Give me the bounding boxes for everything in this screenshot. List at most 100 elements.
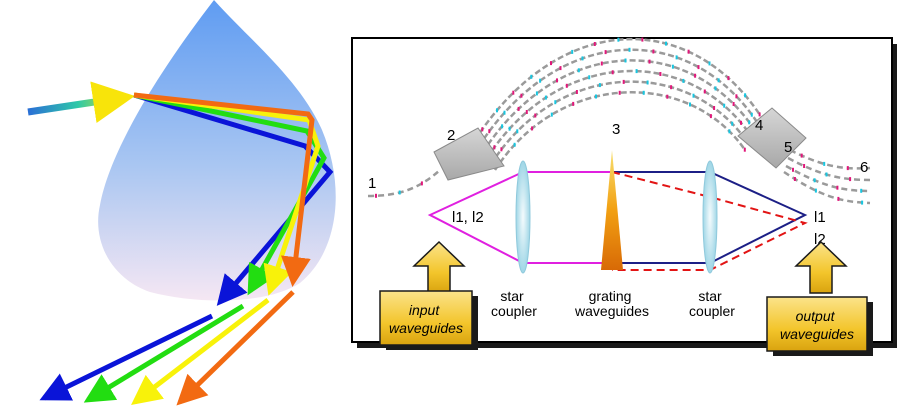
waveguide-marker (670, 85, 673, 90)
output-wavelength-l2: l2 (814, 231, 826, 248)
arrayed-waveguide (481, 59, 756, 153)
ray-red-internal (133, 92, 315, 287)
waveguide-marker (694, 73, 697, 78)
waveguide-marker (598, 83, 601, 88)
callout-arrow-up-icon (794, 240, 848, 294)
waveguide-marker (559, 66, 562, 71)
ray-blue-exit (39, 313, 214, 401)
label-4: 4 (755, 117, 763, 134)
waveguide-marker (641, 37, 644, 42)
callout-box (766, 296, 868, 352)
star-coupler-lens-left (515, 160, 531, 274)
callout-arrow-up-icon (412, 240, 466, 294)
waveguide-marker (750, 112, 753, 117)
waveguide-marker (611, 70, 614, 75)
grating-prism (601, 150, 623, 270)
waveguide-marker (792, 167, 794, 172)
waveguide-marker (550, 61, 552, 66)
waveguide-marker (648, 59, 651, 64)
waveguide-marker (581, 56, 584, 61)
output-fiber (789, 148, 871, 170)
waveguide-marker (600, 61, 603, 66)
waveguide-marker (517, 106, 520, 111)
output-beam-navy (612, 171, 808, 264)
waveguide-marker (618, 90, 621, 95)
output-waveguides-label: output waveguides (780, 308, 854, 342)
waveguide-marker (692, 93, 695, 98)
waveguide-marker (624, 58, 627, 63)
waveguide-marker (577, 68, 580, 73)
label-line: grating (589, 288, 632, 304)
waveguide-marker (823, 161, 826, 166)
label-1: 1 (368, 175, 376, 192)
waveguide-marker (652, 49, 655, 54)
output-star-coupler-taper (737, 107, 807, 169)
waveguide-marker (530, 74, 533, 79)
label-2: 2 (447, 127, 455, 144)
waveguide-marker (708, 61, 711, 66)
waveguide-marker (800, 153, 803, 158)
waveguide-marker (803, 164, 806, 168)
waveguide-marker (666, 94, 669, 99)
waveguide-marker (671, 64, 674, 69)
waveguide-marker (554, 100, 557, 105)
waveguide-marker (516, 129, 519, 134)
output-fiber (787, 156, 871, 182)
label-line: waveguides (780, 326, 854, 342)
label-line: output (796, 308, 836, 324)
output-beam-dashed (611, 171, 808, 271)
waveguide-marker (748, 120, 751, 125)
waveguide-marker (675, 55, 678, 60)
star-coupler-left-label: star coupler (491, 288, 537, 319)
waveguide-marker (709, 114, 712, 119)
waveguide-marker (813, 178, 816, 183)
input-beam-magenta (427, 171, 612, 264)
label-line: input (409, 302, 440, 318)
waveguide-marker (743, 147, 746, 152)
waveguide-marker (500, 147, 503, 152)
waveguide-marker (723, 103, 726, 108)
waveguide-marker (740, 120, 742, 125)
label-line: star (698, 288, 722, 304)
waveguide-marker (793, 177, 796, 181)
label-line: coupler (491, 303, 537, 319)
waveguide-marker (687, 49, 690, 54)
output-waveguides-callout: output waveguides (766, 240, 873, 356)
label-line: waveguides (389, 320, 463, 336)
waveguide-marker (593, 42, 596, 46)
waveguide-marker (735, 94, 738, 99)
raindrop-illustration (27, 0, 336, 406)
waveguide-marker (535, 91, 538, 96)
grating-waveguides-label: grating waveguides (574, 288, 649, 319)
input-star-coupler-taper (433, 127, 505, 181)
waveguide-marker (682, 78, 685, 83)
waveguide-marker (493, 145, 496, 150)
input-waveguides-label: input waveguides (389, 302, 463, 336)
waveguide-marker (488, 129, 491, 134)
label-5: 5 (784, 139, 792, 156)
waveguide-marker (375, 193, 377, 198)
waveguide-marker (849, 177, 852, 182)
waveguide-marker (571, 49, 574, 54)
waveguide-marker (556, 78, 558, 83)
waveguide-marker (513, 142, 516, 147)
waveguide-marker (575, 90, 578, 94)
waveguide-marker (732, 102, 735, 106)
waveguide-marker (689, 102, 691, 107)
ray-green-exit (83, 303, 245, 403)
waveguide-marker (595, 94, 597, 99)
waveguide-marker (731, 121, 734, 126)
waveguide-marker (646, 80, 649, 85)
waveguide-marker (727, 76, 730, 81)
waveguide-marker (420, 181, 423, 186)
arrayed-waveguide (489, 80, 750, 165)
waveguide-marker (496, 108, 498, 113)
waveguide-marker (665, 41, 667, 46)
input-waveguides-callout: input waveguides (379, 240, 478, 350)
raindrop-shape (98, 0, 336, 301)
waveguide-marker (846, 166, 849, 171)
waveguide-marker (758, 112, 761, 117)
waveguide-marker (481, 127, 484, 132)
ray-yellow-exit (131, 298, 270, 406)
